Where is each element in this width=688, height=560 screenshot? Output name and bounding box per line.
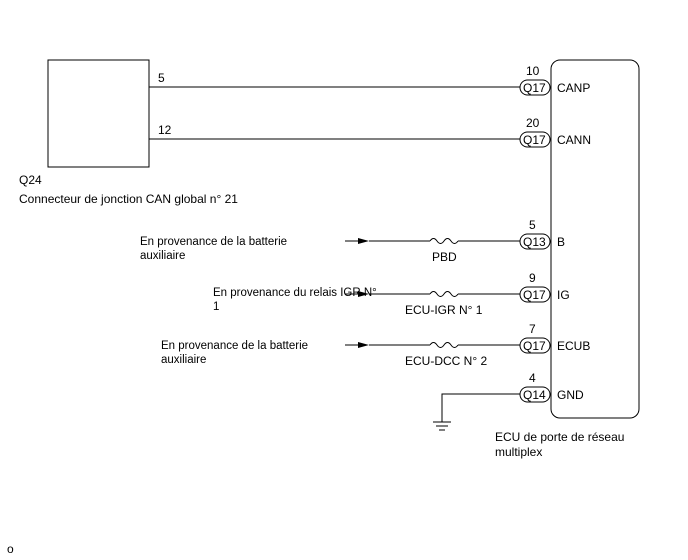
terminal-pin-canp: 10 xyxy=(526,64,540,78)
fuse-ecu-igr-label: ECU-IGR N° 1 xyxy=(405,303,483,317)
terminal-connector-oval-b xyxy=(519,233,551,250)
terminal-signal-canp: CANP xyxy=(557,81,590,95)
fuse-ecu-dcc-icon xyxy=(429,342,459,348)
terminal-connector-canp: Q17 xyxy=(523,81,546,95)
terminal-connector-gnd: Q14 xyxy=(523,388,546,402)
source-2-line1: En provenance du relais IGR N° xyxy=(213,287,377,299)
terminal-connector-ecub: Q17 xyxy=(523,339,546,353)
terminal-connector-cann: Q17 xyxy=(523,133,546,147)
b-arrow-icon xyxy=(358,238,369,244)
junction-connector-name: Connecteur de jonction CAN global n° 21 xyxy=(19,192,238,206)
terminal-signal-gnd: GND xyxy=(557,388,584,402)
corner-mark: o xyxy=(7,542,14,556)
fuse-ecu-dcc-label: ECU-DCC N° 2 xyxy=(405,354,487,368)
terminal-connector-oval-cann xyxy=(519,131,551,148)
terminal-signal-ecub: ECUB xyxy=(557,339,590,353)
terminal-connector-ig: Q17 xyxy=(523,288,546,302)
source-3-line1: En provenance de la batterie xyxy=(161,340,308,352)
source-3-line2: auxiliaire xyxy=(161,354,206,366)
terminal-signal-b: B xyxy=(557,235,565,249)
terminal-pin-gnd: 4 xyxy=(529,371,536,385)
junction-pin-5: 5 xyxy=(158,71,165,85)
source-1-line2: auxiliaire xyxy=(140,250,185,262)
source-2-line2: 1 xyxy=(213,301,219,313)
ig-arrow-icon xyxy=(358,291,369,297)
ecu-name-line1: ECU de porte de réseau xyxy=(495,430,624,444)
junction-pin-12: 12 xyxy=(158,123,172,137)
ecu-name-line2: multiplex xyxy=(495,445,542,459)
terminal-connector-b: Q13 xyxy=(523,235,546,249)
terminal-pin-b: 5 xyxy=(529,218,536,232)
fuse-ecu-igr-icon xyxy=(429,291,459,297)
fuse-pbd-label: PBD xyxy=(432,250,457,264)
terminal-signal-ig: IG xyxy=(557,288,570,302)
ground-icon xyxy=(433,421,451,431)
junction-connector-box xyxy=(47,59,150,168)
junction-connector-code: Q24 xyxy=(19,173,42,187)
ecub-arrow-icon xyxy=(358,342,369,348)
terminal-pin-ig: 9 xyxy=(529,271,536,285)
gnd-wire xyxy=(441,393,520,422)
fuse-pbd-icon xyxy=(429,238,459,244)
terminal-connector-oval-ecub xyxy=(519,337,551,354)
terminal-connector-oval-canp xyxy=(519,79,551,96)
terminal-pin-cann: 20 xyxy=(526,116,540,130)
ecu-box xyxy=(550,59,640,419)
terminal-connector-oval-gnd xyxy=(519,386,551,403)
terminal-pin-ecub: 7 xyxy=(529,322,536,336)
terminal-connector-oval-ig xyxy=(519,286,551,303)
terminal-signal-cann: CANN xyxy=(557,133,591,147)
source-1-line1: En provenance de la batterie xyxy=(140,236,287,248)
